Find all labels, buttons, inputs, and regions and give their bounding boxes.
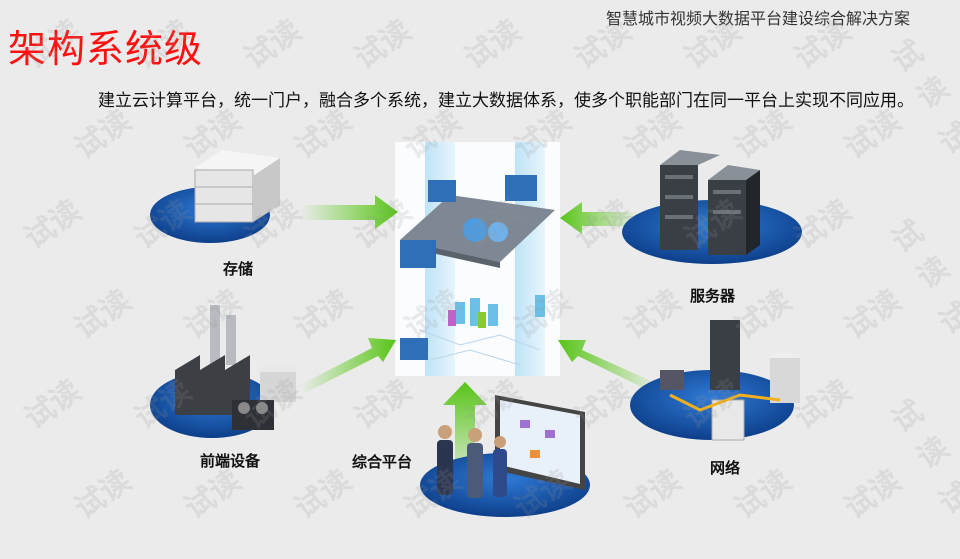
label-network: 网络 — [710, 459, 741, 477]
network-icon — [660, 320, 800, 441]
slide-description: 建立云计算平台，统一门户，融合多个系统，建立大数据体系，使多个职能部门在同一平台… — [98, 91, 914, 111]
presentation-subtitle: 智慧城市视频大数据平台建设综合解决方案 — [605, 9, 910, 28]
cloud-platform-illustration — [395, 142, 560, 376]
label-server: 服务器 — [690, 287, 736, 305]
storage-icon — [194, 150, 280, 223]
label-storage: 存储 — [223, 260, 254, 278]
arrow-storage — [300, 195, 398, 229]
label-platform: 综合平台 — [352, 453, 413, 471]
slide-title: 架构系统级 — [8, 27, 204, 71]
presentation-screen-icon — [495, 395, 585, 490]
factory-icon — [175, 305, 296, 430]
people-icon — [437, 425, 507, 498]
label-frontend: 前端设备 — [200, 452, 261, 470]
arrow-network — [558, 340, 660, 393]
architecture-diagram — [150, 142, 802, 517]
arrow-platform — [443, 382, 487, 480]
arrow-server — [560, 202, 640, 234]
server-rack-icon — [660, 150, 760, 255]
arrow-frontend — [300, 338, 396, 393]
